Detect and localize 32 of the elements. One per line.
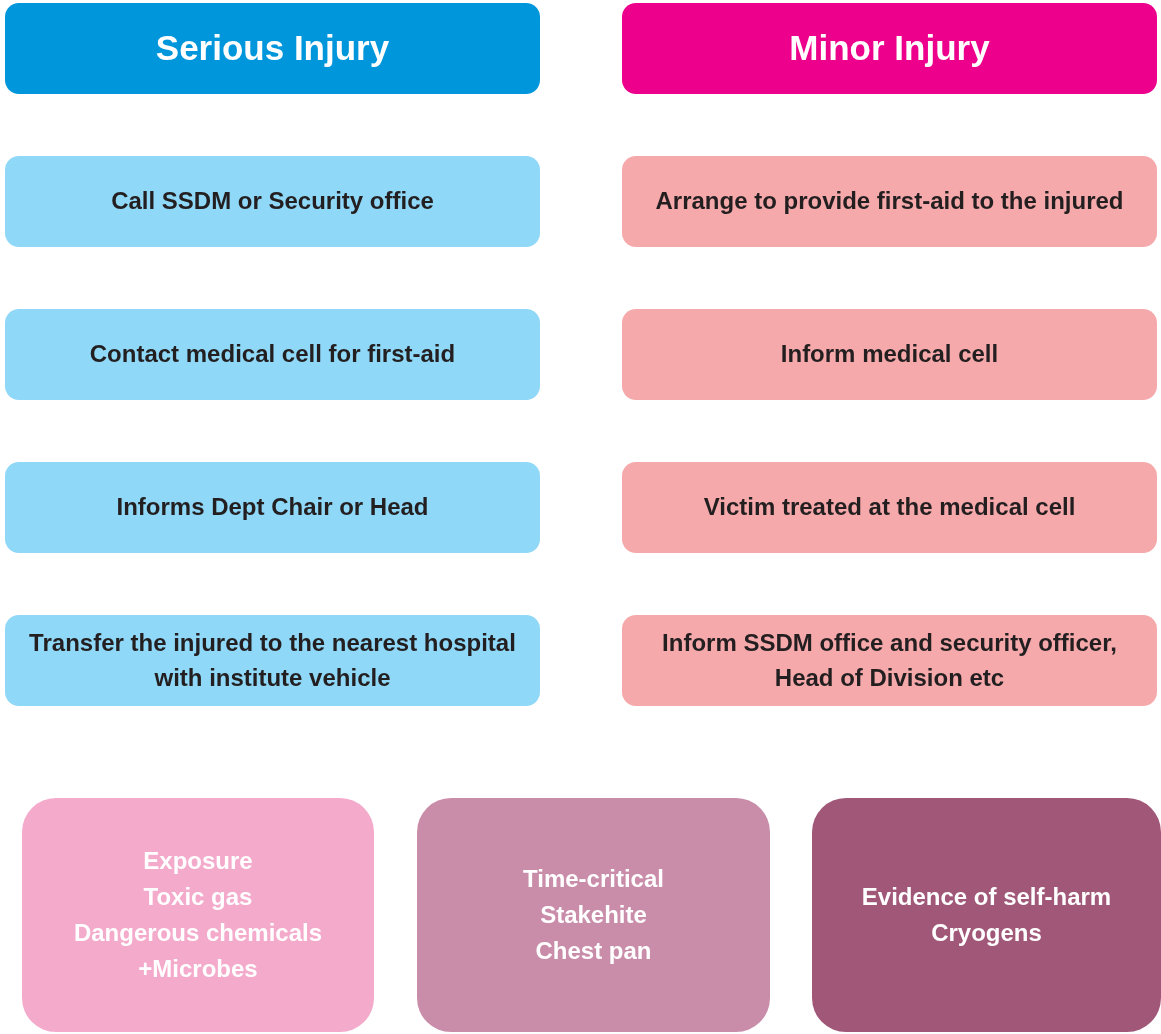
- box-label: Transfer the injured to the nearest hospital with institute vehicle: [28, 627, 517, 693]
- header-box: [5, 3, 540, 94]
- process-box: [5, 156, 540, 247]
- list-item: Toxic gas: [143, 882, 253, 912]
- list-item: Exposure: [143, 846, 253, 876]
- process-box: [622, 156, 1157, 247]
- header-box: [622, 3, 1157, 94]
- process-box: [622, 462, 1157, 553]
- box-label: Victim treated at the medical cell: [703, 492, 1076, 523]
- process-box: [622, 615, 1157, 706]
- box-label: Minor Injury: [789, 27, 990, 70]
- box-label: Contact medical cell for first-aid: [89, 339, 456, 370]
- process-box: [5, 309, 540, 400]
- process-box: [5, 615, 540, 706]
- category-box: [812, 798, 1161, 1032]
- box-label: Serious Injury: [155, 27, 390, 70]
- box-label: Inform medical cell: [780, 339, 999, 370]
- process-box: [622, 309, 1157, 400]
- list-item: Stakehite: [540, 900, 647, 930]
- box-label: Arrange to provide first-aid to the injured: [655, 186, 1124, 217]
- box-label: Call SSDM or Security office: [111, 186, 434, 217]
- list-item: Time-critical: [523, 864, 664, 894]
- box-label: Informs Dept Chair or Head: [116, 492, 429, 523]
- list-item: Dangerous chemicals: [73, 918, 323, 948]
- category-box: [417, 798, 770, 1032]
- category-box: [22, 798, 374, 1032]
- list-item: +Microbes: [138, 954, 258, 984]
- list-item: Evidence of self-harm: [861, 882, 1112, 912]
- process-box: [5, 462, 540, 553]
- box-label: Inform SSDM office and security officer, Head of Division etc: [661, 627, 1118, 693]
- list-item: Cryogens: [931, 918, 1042, 948]
- list-item: Chest pan: [535, 936, 652, 966]
